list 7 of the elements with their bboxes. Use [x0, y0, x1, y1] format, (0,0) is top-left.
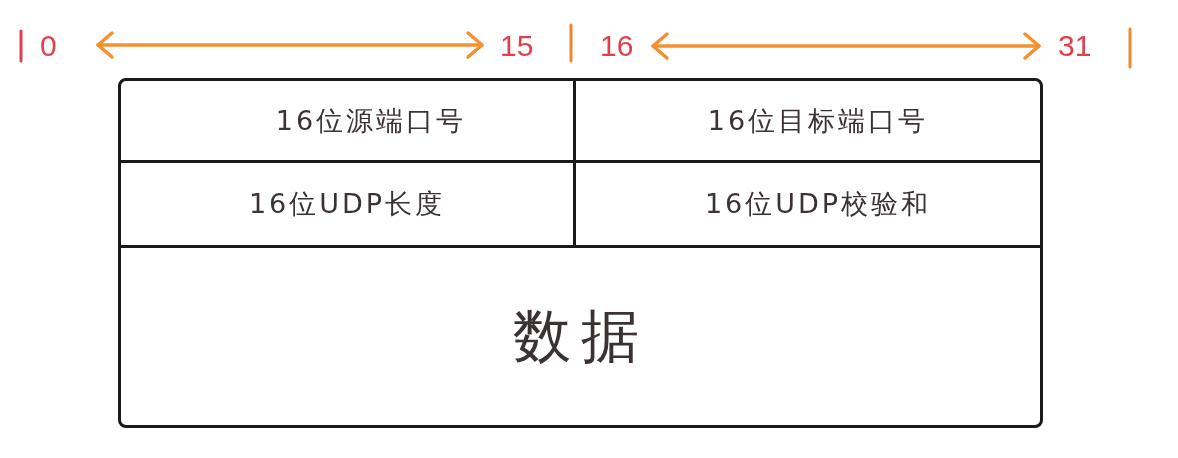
table-cell: 数据	[118, 245, 1043, 428]
table-cell: 16位目标端口号	[573, 78, 1043, 163]
bit-number: 0	[40, 28, 57, 64]
bit-number: 31	[1058, 28, 1092, 64]
table-cell: 16位源端口号	[118, 78, 576, 163]
bit-number: 16	[600, 28, 634, 64]
bit-number: 15	[500, 28, 534, 64]
